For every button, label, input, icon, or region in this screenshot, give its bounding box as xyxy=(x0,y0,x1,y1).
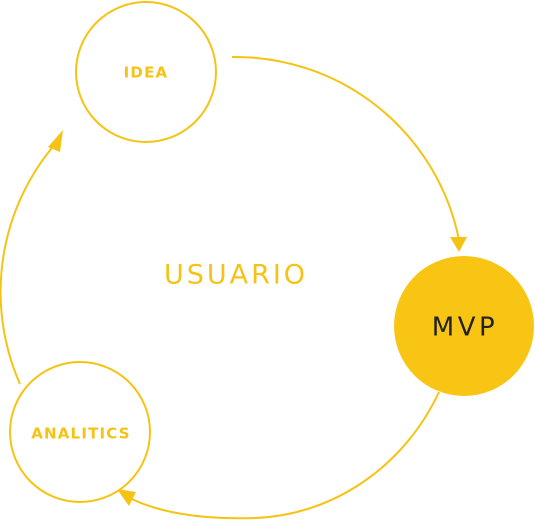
arrow-analitics-to-idea xyxy=(0,142,57,385)
arrowhead-mvp xyxy=(450,237,467,252)
arrowhead-analitics xyxy=(117,489,136,506)
analitics-node xyxy=(9,361,151,503)
arrow-idea-to-mvp xyxy=(231,55,460,241)
idea-node xyxy=(75,1,217,143)
idea-label: IDEA xyxy=(124,64,169,82)
center-label: USUARIO xyxy=(164,260,308,291)
analitics-label: ANALITICS xyxy=(31,425,131,443)
arrow-mvp-to-analitics xyxy=(125,391,440,520)
mvp-label: MVP xyxy=(432,313,498,343)
arrowhead-idea xyxy=(48,130,63,152)
mvp-node xyxy=(394,256,534,396)
